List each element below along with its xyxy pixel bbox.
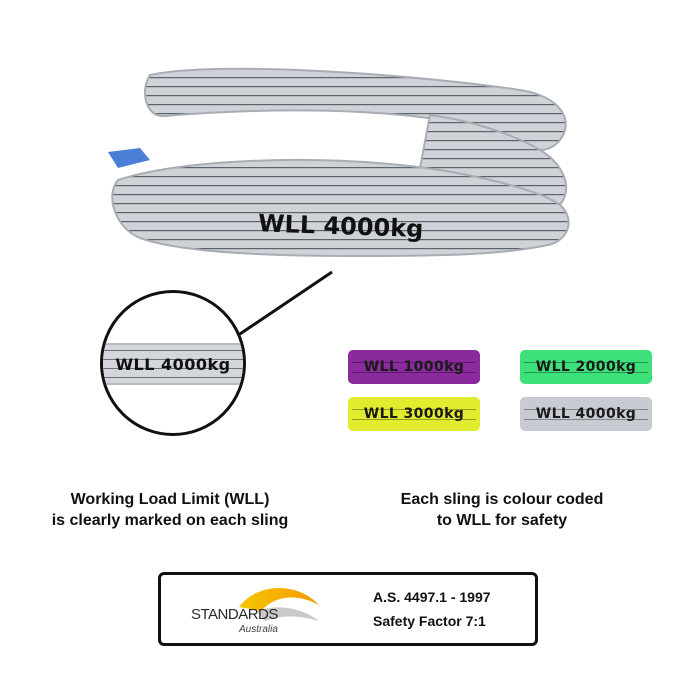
standards-logo-swoosh-icon — [239, 588, 319, 621]
sling-product-image: WLL 4000kg — [108, 67, 570, 258]
zoom-sling-band — [103, 343, 243, 385]
sling-front-band — [111, 159, 570, 258]
swatch-1000kg: WLL 1000kg — [348, 350, 480, 384]
swatch-label: WLL 3000kg — [363, 406, 465, 422]
zoom-label: WLL 4000kg — [115, 355, 231, 374]
standard-reference: A.S. 4497.1 - 1997 — [373, 589, 491, 605]
swatch-label: WLL 4000kg — [535, 406, 637, 422]
caption-colour-line1: Each sling is colour coded — [400, 491, 604, 508]
caption-colour-line2: to WLL for safety — [436, 512, 568, 529]
safety-factor: Safety Factor 7:1 — [373, 613, 486, 629]
caption-wll: Working Load Limit (WLL) is clearly mark… — [35, 489, 305, 531]
caption-wll-line1: Working Load Limit (WLL) — [70, 491, 270, 508]
swatch-3000kg: WLL 3000kg — [348, 397, 480, 431]
swatch-4000kg: WLL 4000kg — [520, 397, 652, 431]
swatch-2000kg: WLL 2000kg — [520, 350, 652, 384]
logo-wordmark: STANDARDS — [191, 606, 278, 623]
logo-subtext: Australia — [239, 624, 278, 635]
zoom-circle: WLL 4000kg — [100, 290, 246, 436]
caption-wll-line2: is clearly marked on each sling — [51, 512, 289, 529]
swatch-label: WLL 2000kg — [535, 359, 637, 375]
sling-band-label: WLL 4000kg — [258, 209, 424, 243]
standards-australia-logo: STANDARDS Australia — [169, 581, 329, 641]
sling-tag — [108, 148, 150, 168]
caption-colour-coded: Each sling is colour coded to WLL for sa… — [352, 489, 652, 531]
swatch-label: WLL 1000kg — [363, 359, 465, 375]
standards-box: STANDARDS Australia A.S. 4497.1 - 1997 S… — [158, 572, 538, 646]
